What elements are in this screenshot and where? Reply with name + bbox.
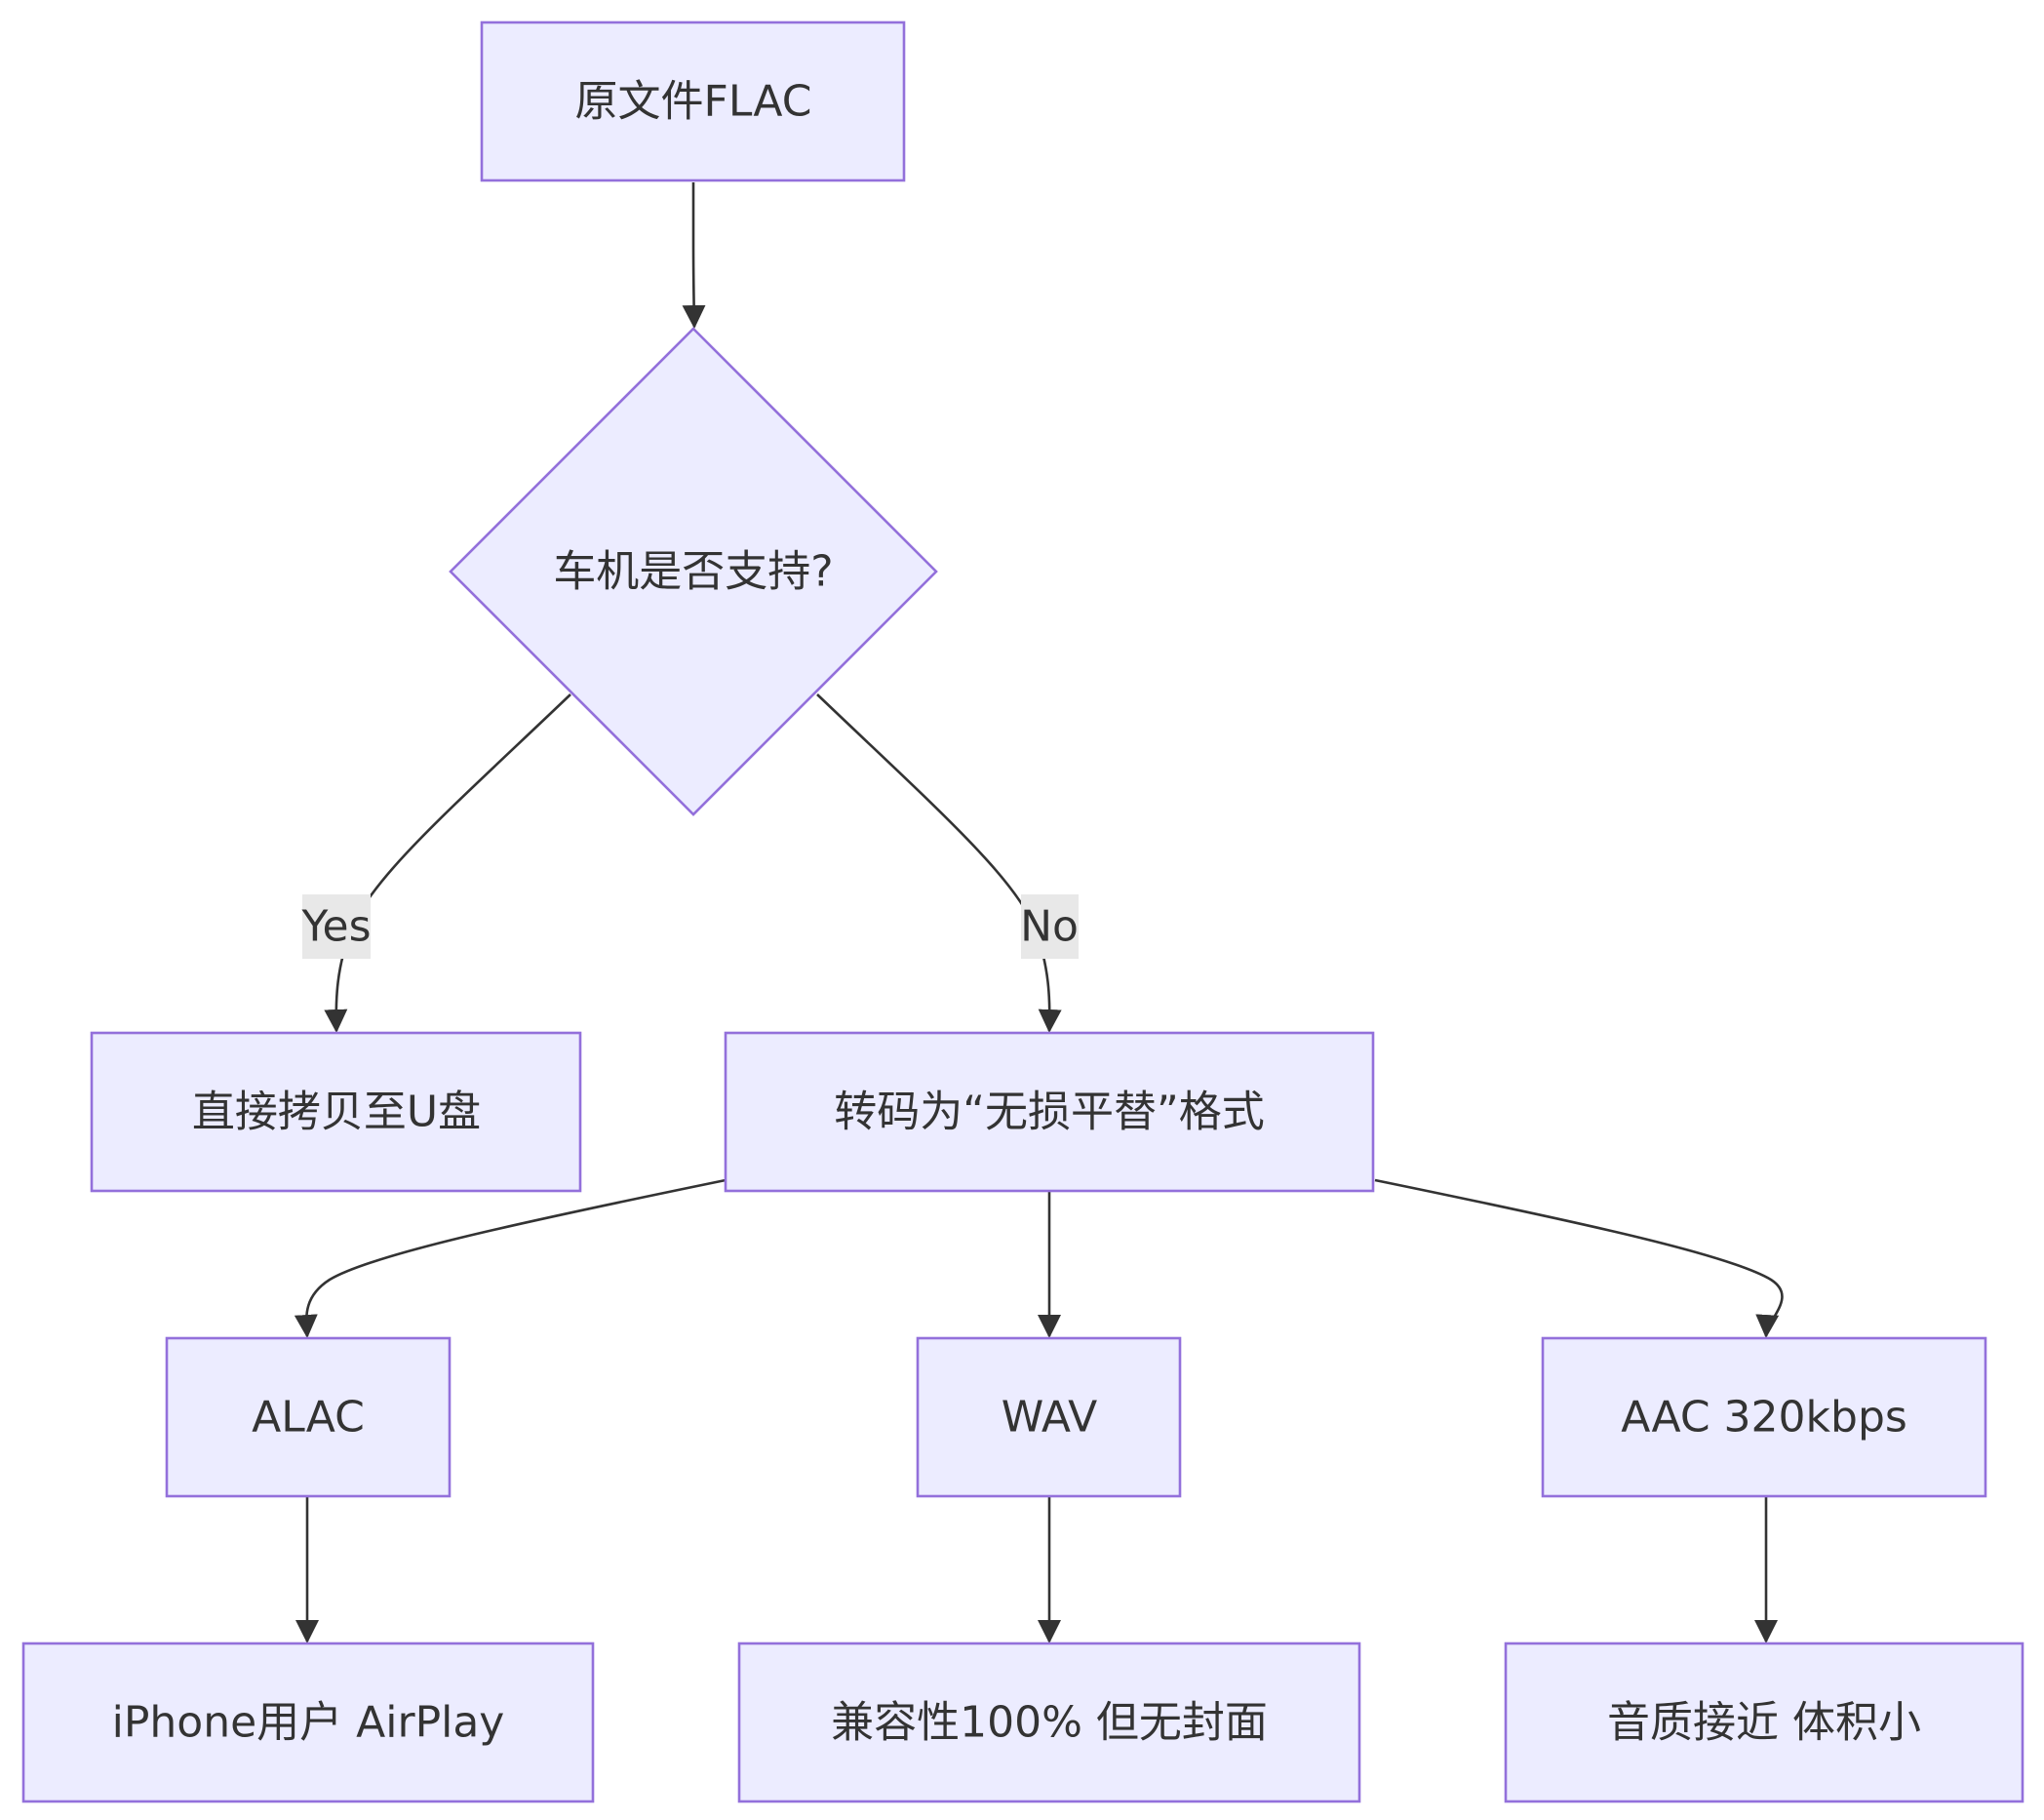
edge-decision-to-copy — [324, 693, 571, 1033]
svg-text:车机是否支持?: 车机是否支持? — [553, 547, 833, 597]
edge-decision-to-transcode — [816, 693, 1062, 1033]
svg-text:No: No — [1020, 902, 1079, 952]
node-transcode: 转码为“无损平替”格式 — [724, 1031, 1375, 1193]
node-alac-note: iPhone用户 AirPlay — [21, 1642, 595, 1803]
edge-transcode-to-alac — [294, 1178, 727, 1338]
node-decision: 车机是否支持? — [449, 327, 938, 816]
edge-label-no: No — [1020, 894, 1079, 959]
svg-text:转码为“无损平替”格式: 转码为“无损平替”格式 — [834, 1088, 1265, 1137]
node-wav: WAV — [916, 1336, 1182, 1498]
svg-text:ALAC: ALAC — [252, 1393, 365, 1443]
edge-transcode-to-aac — [1374, 1178, 1784, 1338]
node-aac-note: 音质接近 体积小 — [1504, 1642, 2024, 1803]
node-source: 原文件FLAC — [480, 20, 906, 182]
svg-text:iPhone用户 AirPlay: iPhone用户 AirPlay — [112, 1698, 505, 1748]
edge-label-yes: Yes — [300, 894, 372, 959]
svg-text:原文件FLAC: 原文件FLAC — [575, 77, 812, 127]
svg-text:AAC 320kbps: AAC 320kbps — [1621, 1393, 1907, 1443]
svg-text:兼容性100% 但无封面: 兼容性100% 但无封面 — [831, 1698, 1268, 1748]
svg-text:音质接近 体积小: 音质接近 体积小 — [1607, 1698, 1921, 1748]
node-alac: ALAC — [165, 1336, 452, 1498]
node-aac: AAC 320kbps — [1541, 1336, 1987, 1498]
node-wav-note: 兼容性100% 但无封面 — [737, 1642, 1361, 1803]
svg-text:Yes: Yes — [300, 902, 371, 952]
node-copy: 直接拷贝至U盘 — [90, 1031, 582, 1193]
edge-source-to-decision — [682, 182, 706, 329]
svg-text:WAV: WAV — [1002, 1393, 1097, 1443]
svg-text:直接拷贝至U盘: 直接拷贝至U盘 — [192, 1088, 481, 1137]
